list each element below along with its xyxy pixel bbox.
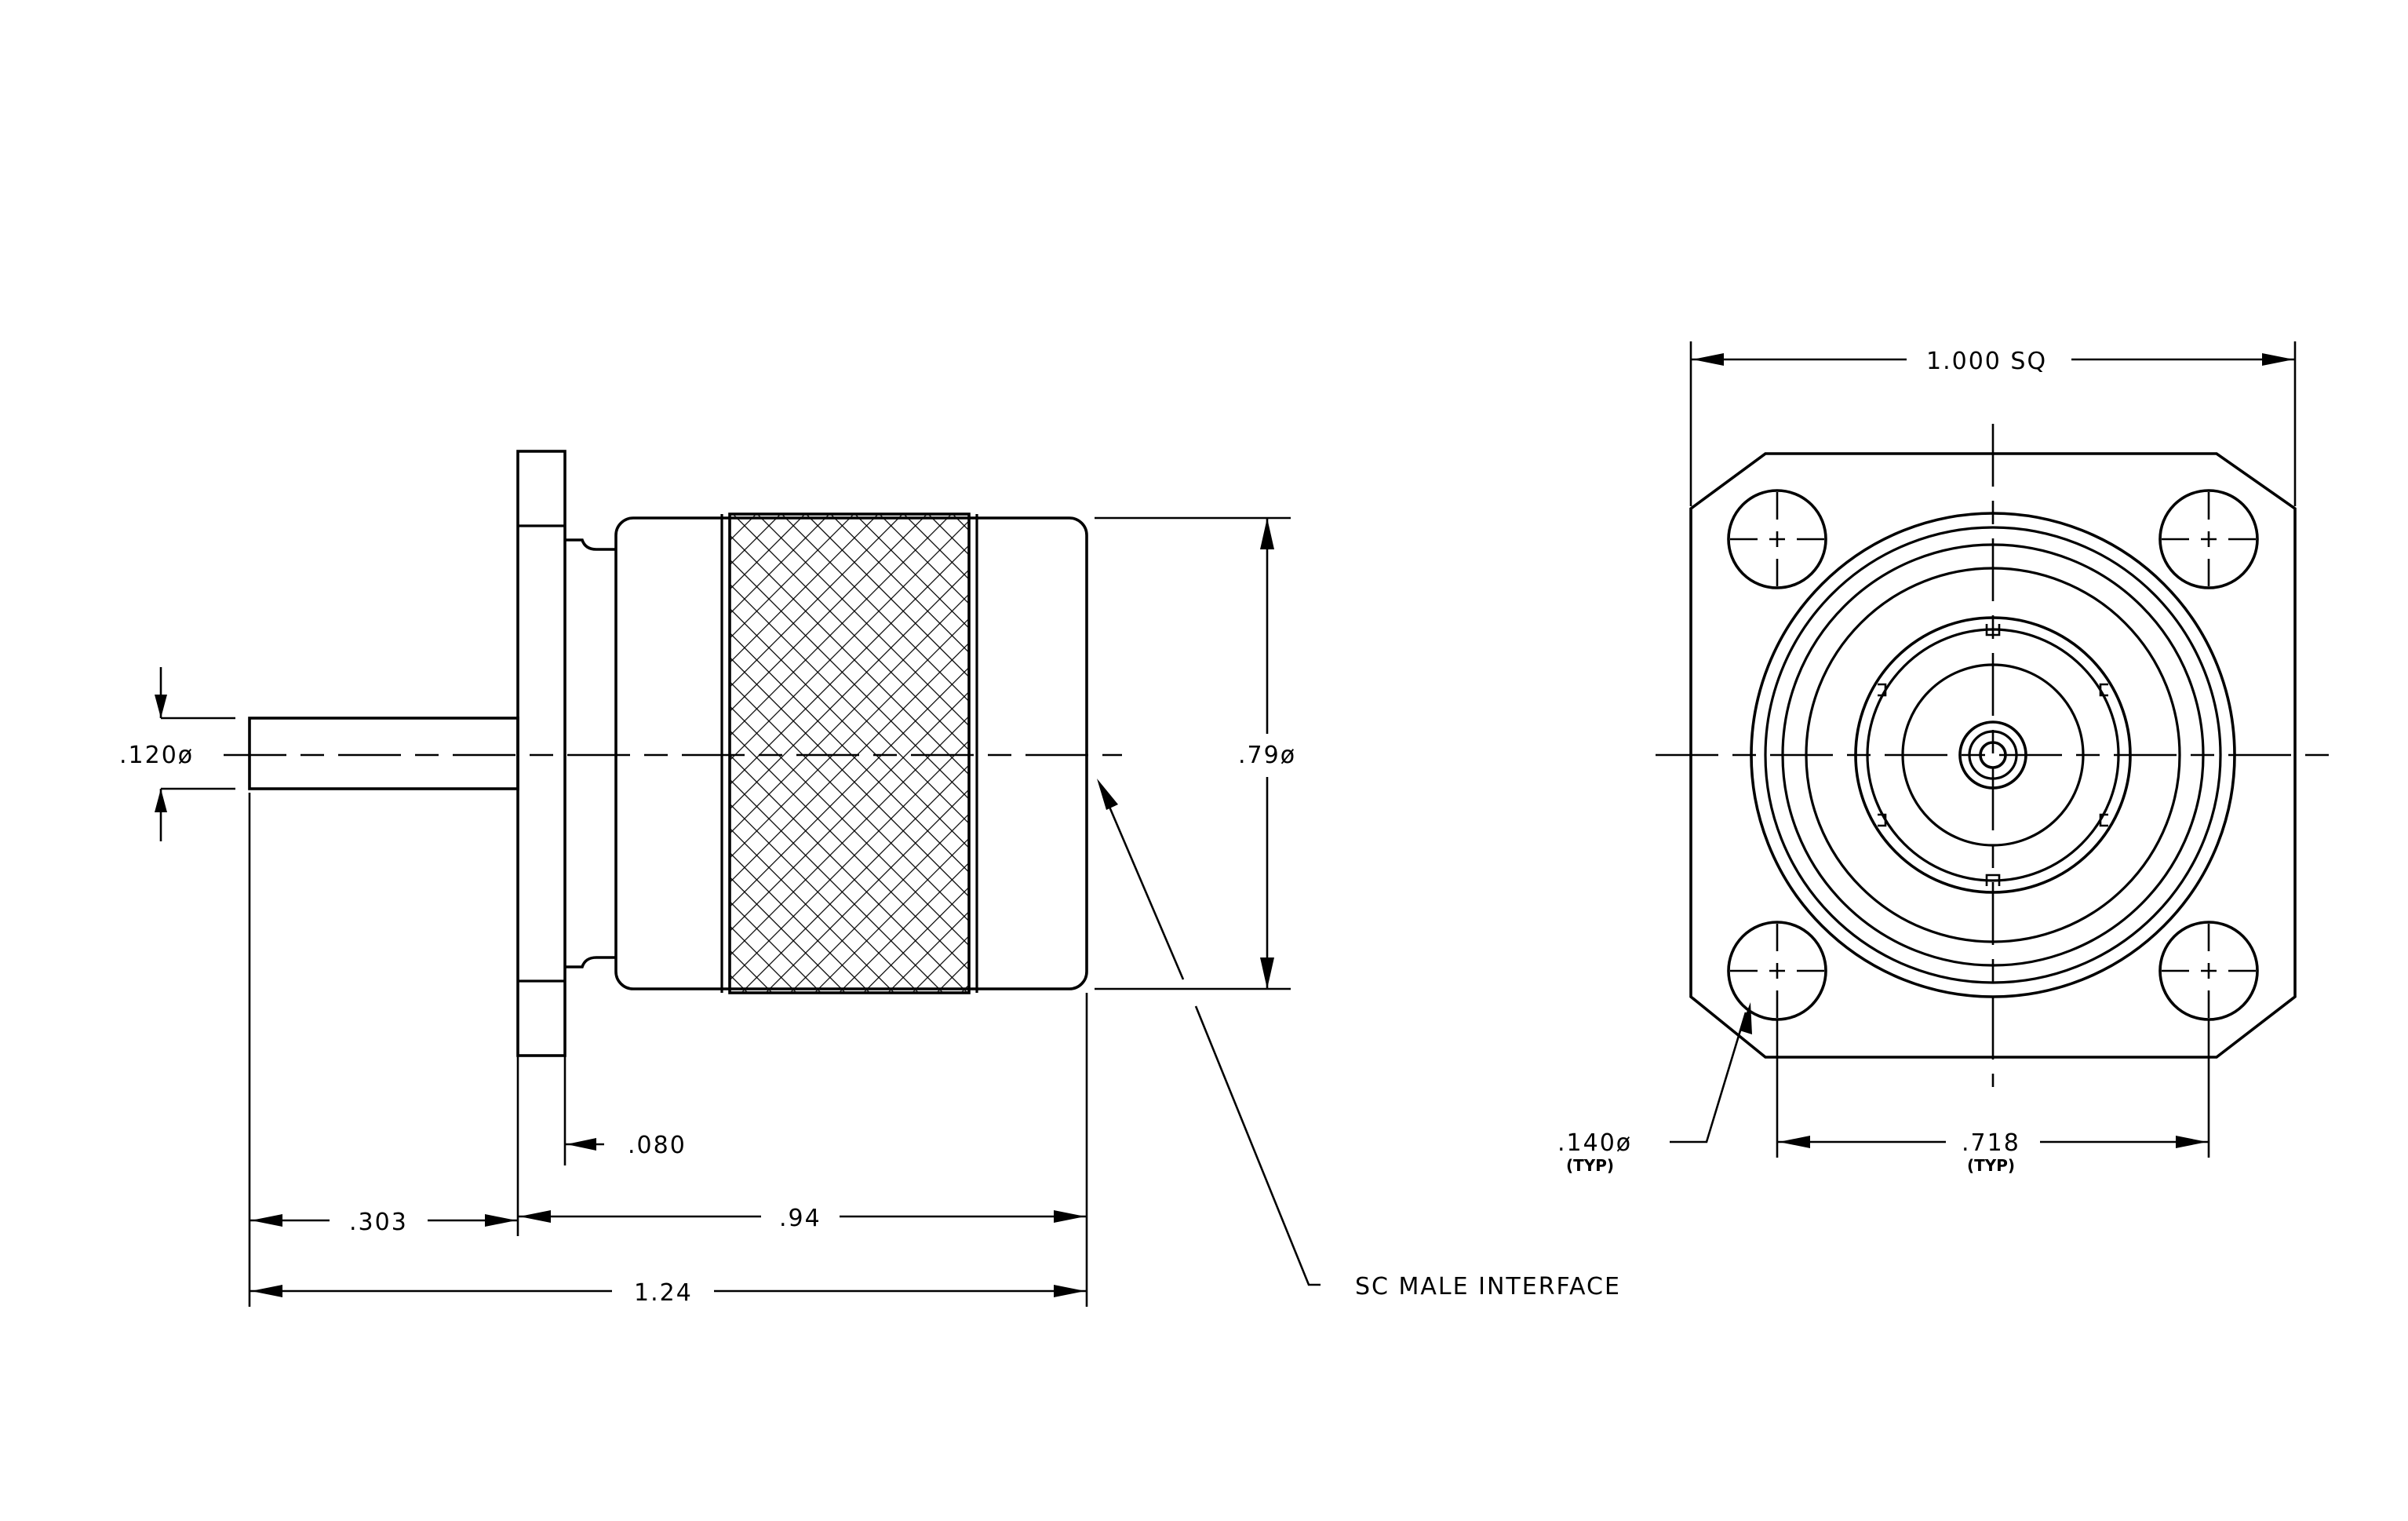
- hole-spacing-note: (TYP): [1967, 1156, 2015, 1175]
- hole-spacing-dimension: [1776, 1020, 2210, 1158]
- interface-leader: [1097, 779, 1321, 1286]
- flange-thickness-dimension: [563, 1056, 604, 1165]
- knurled-coupling-nut: [728, 512, 971, 994]
- pin-diameter-label: .120ø: [119, 742, 194, 769]
- hole-diameter-note: (TYP): [1566, 1156, 1614, 1175]
- hole-diameter-leader: [1670, 1002, 1752, 1143]
- body-diameter-dimension: [1095, 516, 1291, 990]
- body-length-dimension: [518, 1210, 1087, 1223]
- pin-length-label: .303: [349, 1209, 408, 1236]
- flange-width-label: 1.000 SQ: [1926, 348, 2047, 375]
- interface-callout: SC MALE INTERFACE: [1355, 1273, 1621, 1300]
- mounting-holes: [1727, 489, 2259, 1021]
- side-view: .120ø .79ø .080 .303: [119, 450, 1621, 1307]
- square-flange-outline: [1689, 452, 2297, 1059]
- hole-spacing-label: .718: [1962, 1129, 2020, 1157]
- flange-width-dimension: [1689, 341, 2297, 506]
- center-pin: [248, 717, 519, 790]
- body-diameter-label: .79ø: [1238, 742, 1296, 769]
- pin-diameter-dimension: [155, 667, 235, 841]
- body-neck: [565, 538, 616, 968]
- body-length-label: .94: [779, 1205, 821, 1232]
- flange-thickness-label: .080: [628, 1132, 687, 1159]
- overall-length-label: 1.24: [634, 1279, 693, 1307]
- overall-length-dimension: [250, 1285, 1087, 1297]
- hole-diameter-label: .140ø: [1557, 1129, 1632, 1157]
- front-view: 1.000 SQ .718 (TYP) .140ø (TYP): [1557, 341, 2330, 1175]
- mounting-flange: [516, 450, 566, 1057]
- pin-length-dimension: [250, 1214, 518, 1227]
